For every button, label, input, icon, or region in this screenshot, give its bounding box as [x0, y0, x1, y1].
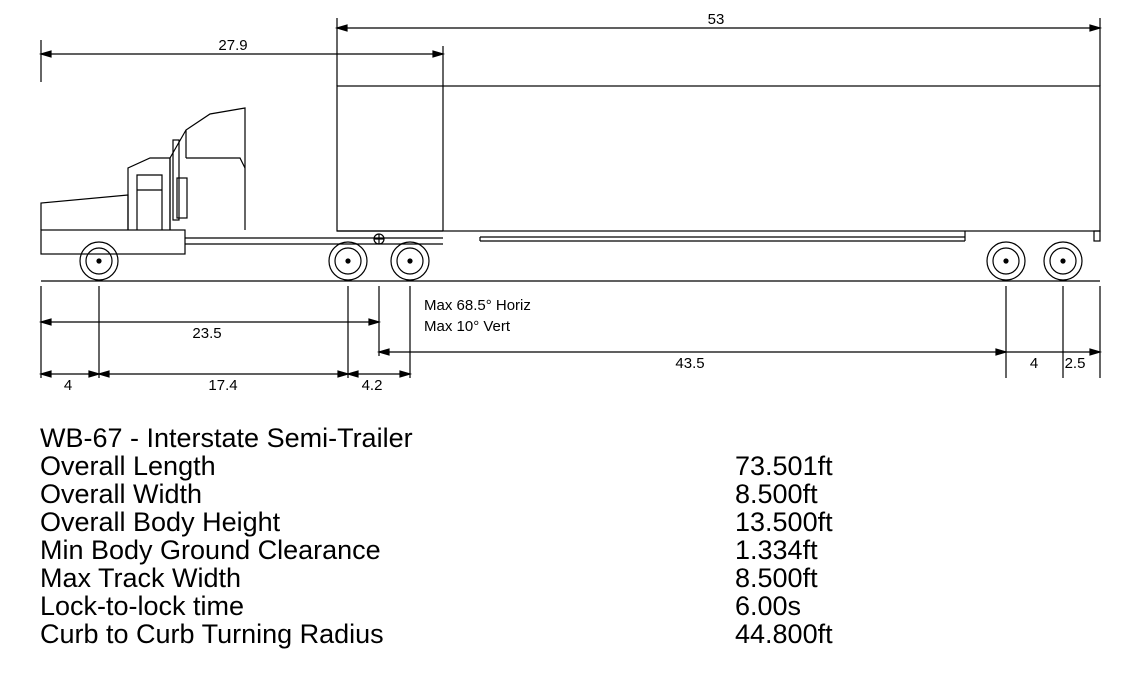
- dim-kingpin-to-rear-axle: 4.2: [362, 377, 383, 394]
- spec-value: 44.800ft: [735, 619, 833, 649]
- spec-value: 73.501ft: [735, 451, 833, 481]
- tractor-drive-wheel-1: [328, 241, 368, 281]
- dim-tractor-length: 27.9: [218, 37, 247, 54]
- spec-label: Overall Length: [40, 451, 216, 481]
- trailer-wheel-2: [1043, 241, 1083, 281]
- tractor-length-dimension: [38, 40, 446, 86]
- spec-value: 8.500ft: [735, 563, 818, 593]
- trailer-length-dimension: [334, 18, 1103, 86]
- front-axle-wheel: [79, 241, 119, 281]
- articulation-horizontal: Max 68.5° Horiz: [424, 297, 531, 314]
- spec-value: 6.00s: [735, 591, 802, 621]
- spec-row: Lock-to-lock time 6.00s: [40, 592, 1100, 620]
- spec-row: Max Track Width 8.500ft: [40, 564, 1100, 592]
- spec-value: 13.500ft: [735, 507, 833, 537]
- trailer-body: [336, 85, 1101, 242]
- dim-kingpin-to-axles: 43.5: [675, 355, 704, 372]
- spec-label: Overall Width: [40, 479, 203, 509]
- spec-row: Min Body Ground Clearance 1.334ft: [40, 536, 1100, 564]
- dim-tractor-wheelbase: 17.4: [208, 377, 237, 394]
- spec-title: WB-67 - Interstate Semi-Trailer: [40, 423, 413, 453]
- dim-rear-overhang: 2.5: [1065, 355, 1086, 372]
- trailer-wheel-1: [986, 241, 1026, 281]
- vehicle-diagram: 53 27.9 23.5 43.5 4 2.5 4 17.4 4.2 Max 6…: [38, 11, 1103, 394]
- spec-label: Max Track Width: [40, 563, 242, 593]
- spec-label: Lock-to-lock time: [40, 591, 245, 621]
- spec-row: Overall Width 8.500ft: [40, 480, 1100, 508]
- spec-table: WB-67 - Interstate Semi-Trailer Overall …: [40, 424, 1100, 648]
- dim-front-overhang: 4: [64, 377, 72, 394]
- spec-row: Curb to Curb Turning Radius 44.800ft: [40, 620, 1100, 648]
- spec-label: Min Body Ground Clearance: [40, 535, 381, 565]
- spec-row: Overall Body Height 13.500ft: [40, 508, 1100, 536]
- spec-value: 8.500ft: [735, 479, 818, 509]
- articulation-vertical: Max 10° Vert: [424, 318, 511, 335]
- dim-trailer-length: 53: [708, 11, 725, 28]
- spec-label: Curb to Curb Turning Radius: [40, 619, 384, 649]
- dim-kingpin-from-front: 23.5: [192, 325, 221, 342]
- bottom-dimensions: [38, 370, 413, 378]
- spec-value: 1.334ft: [735, 535, 818, 565]
- spec-row: Overall Length 73.501ft: [40, 452, 1100, 480]
- kingpin-dimension: [38, 318, 382, 326]
- spec-label: Overall Body Height: [40, 507, 281, 537]
- tractor-body: [40, 107, 443, 255]
- tractor-drive-wheel-2: [390, 241, 430, 281]
- dim-trailer-axle-spread: 4: [1030, 355, 1038, 372]
- kingpin-to-axle-dimension: [376, 348, 1103, 356]
